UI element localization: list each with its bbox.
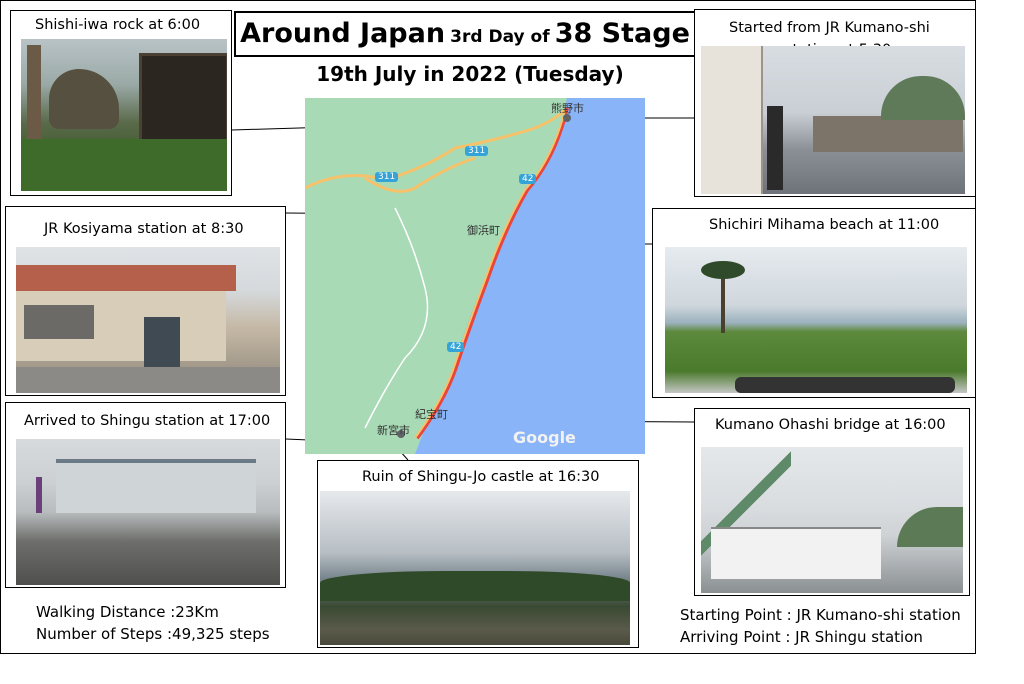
photo-shishi-iwa-rock xyxy=(21,39,227,191)
photo-kumano-ohashi-bridge xyxy=(701,447,963,593)
caption-kosiyama: JR Kosiyama station at 8:30 xyxy=(44,221,244,237)
caption-kumano-start-line1: Started from JR Kumano-shi xyxy=(729,20,930,36)
photo-shingu-station xyxy=(16,439,280,585)
route-points: Starting Point : JR Kumano-shi station A… xyxy=(680,604,961,648)
photo-card-kumano-ohashi: Kumano Ohashi bridge at 16:00 xyxy=(694,408,970,596)
caption-shishi-iwa: Shishi-iwa rock at 6:00 xyxy=(35,17,201,33)
walking-distance: Walking Distance :23Km xyxy=(36,603,219,621)
photo-card-kosiyama: JR Kosiyama station at 8:30 xyxy=(5,206,286,396)
number-of-steps: Number of Steps :49,325 steps xyxy=(36,625,270,643)
starting-point: Starting Point : JR Kumano-shi station xyxy=(680,606,961,624)
photo-card-shingu-station: Arrived to Shingu station at 17:00 xyxy=(5,402,286,588)
photo-shingu-jo-castle xyxy=(320,491,630,645)
google-logo: Google xyxy=(513,428,576,447)
route-badge-311b: 311 xyxy=(375,172,399,182)
caption-shingu-jo-castle: Ruin of Shingu-Jo castle at 16:30 xyxy=(362,469,600,485)
route-map-graphic xyxy=(305,98,645,454)
photo-shichiri-mihama-beach xyxy=(665,247,967,393)
photo-kosiyama-station xyxy=(16,247,280,393)
photo-card-shichiri-mihama: Shichiri Mihama beach at 11:00 xyxy=(652,208,976,398)
route-badge-311: 311 xyxy=(465,146,489,156)
route-map[interactable]: 熊野市 御浜町 紀宝町 新宮市 311 311 42 42 Google xyxy=(305,98,645,454)
map-label-kiho: 紀宝町 xyxy=(415,408,448,421)
date-heading: 19th July in 2022 (Tuesday) xyxy=(316,62,624,86)
photo-card-kumano-start: Started from JR Kumano-shi station at 5:… xyxy=(694,9,976,197)
photo-kumano-shi-station xyxy=(701,46,965,194)
photo-card-shingu-jo-castle: Ruin of Shingu-Jo castle at 16:30 xyxy=(317,460,639,648)
route-badge-42: 42 xyxy=(519,174,537,184)
caption-shingu-station: Arrived to Shingu station at 17:00 xyxy=(24,413,271,429)
map-label-shingu: 新宮市 xyxy=(377,424,410,437)
caption-shichiri-mihama: Shichiri Mihama beach at 11:00 xyxy=(709,217,940,233)
arriving-point: Arriving Point : JR Shingu station xyxy=(680,628,923,646)
route-badge-42b: 42 xyxy=(447,342,465,352)
caption-kumano-ohashi: Kumano Ohashi bridge at 16:00 xyxy=(715,417,946,433)
map-label-mihama: 御浜町 xyxy=(467,224,500,237)
map-label-kumano: 熊野市 xyxy=(551,102,584,115)
walking-stats: Walking Distance :23Km Number of Steps :… xyxy=(36,601,270,645)
page-title: Around Japan 3rd Day of 38 Stage xyxy=(234,11,696,57)
photo-card-shishi-iwa: Shishi-iwa rock at 6:00 xyxy=(10,10,232,196)
